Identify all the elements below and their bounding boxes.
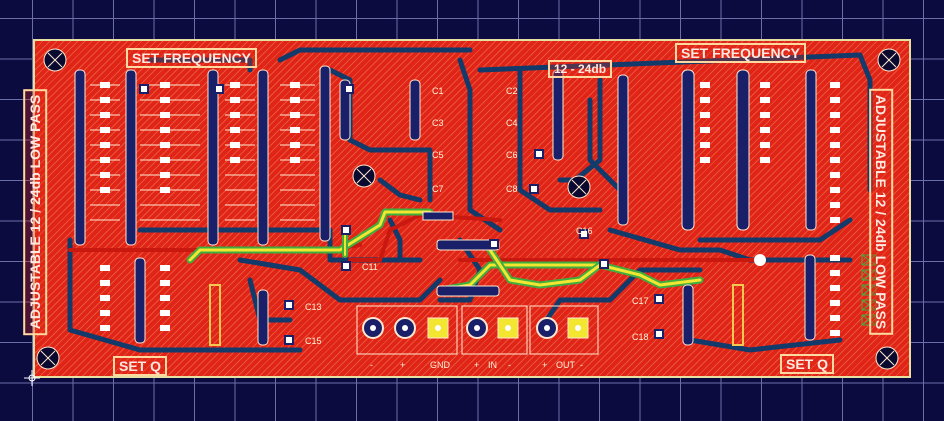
smd-pad-array — [100, 82, 840, 336]
power-plus-label: + — [400, 360, 406, 370]
component-ref: C3 — [432, 118, 444, 128]
via-icon — [754, 254, 766, 266]
input-in-label: IN — [488, 360, 497, 370]
adjustable-label-left: ADJUSTABLE 12 / 24db LOW PASS — [23, 88, 48, 336]
ic-chips — [422, 211, 500, 297]
output-minus-label: - — [580, 360, 583, 370]
component-ref: C18 — [632, 332, 649, 342]
power-minus-label: - — [370, 360, 373, 370]
output-plus-label: + — [542, 360, 548, 370]
set-q-label-right: SET Q — [780, 354, 835, 374]
mounting-hole-icon — [36, 48, 901, 370]
input-minus-label: - — [508, 360, 511, 370]
terminal-block — [356, 305, 599, 355]
set-frequency-label-right: SET FREQUENCY — [675, 43, 807, 63]
adjustable-label-right: ADJUSTABLE 12 / 24db LOW PASS — [869, 88, 894, 336]
component-ref: C13 — [305, 302, 322, 312]
component-ref: C4 — [506, 118, 518, 128]
component-ref: C1 — [432, 86, 444, 96]
component-ref: C8 — [506, 184, 518, 194]
square-pads — [139, 84, 664, 345]
input-plus-label: + — [474, 360, 480, 370]
resistor-array-left — [90, 84, 315, 221]
component-ref: C15 — [305, 336, 322, 346]
origin-cursor-icon — [24, 370, 40, 386]
header-column-left-1 — [74, 65, 331, 246]
output-out-label: OUT — [556, 360, 575, 370]
component-ref: C2 — [506, 86, 518, 96]
header-column-right — [134, 69, 817, 346]
component-ref: C16 — [576, 226, 593, 236]
component-ref: C5 — [432, 150, 444, 160]
component-ref: C7 — [432, 184, 444, 194]
mode-12-24-label: 12 - 24db — [548, 60, 613, 78]
component-ref: C17 — [632, 296, 649, 306]
test-pads-right — [861, 254, 877, 326]
jumper-headers — [209, 284, 744, 346]
set-q-label-left: SET Q — [113, 356, 168, 376]
trace-group-top — [68, 212, 762, 262]
trace-group-bottom — [67, 47, 873, 353]
set-frequency-label-left: SET FREQUENCY — [126, 48, 258, 68]
component-ref: C11 — [362, 262, 378, 272]
power-gnd-label: GND — [430, 360, 450, 370]
component-ref: C6 — [506, 150, 518, 160]
